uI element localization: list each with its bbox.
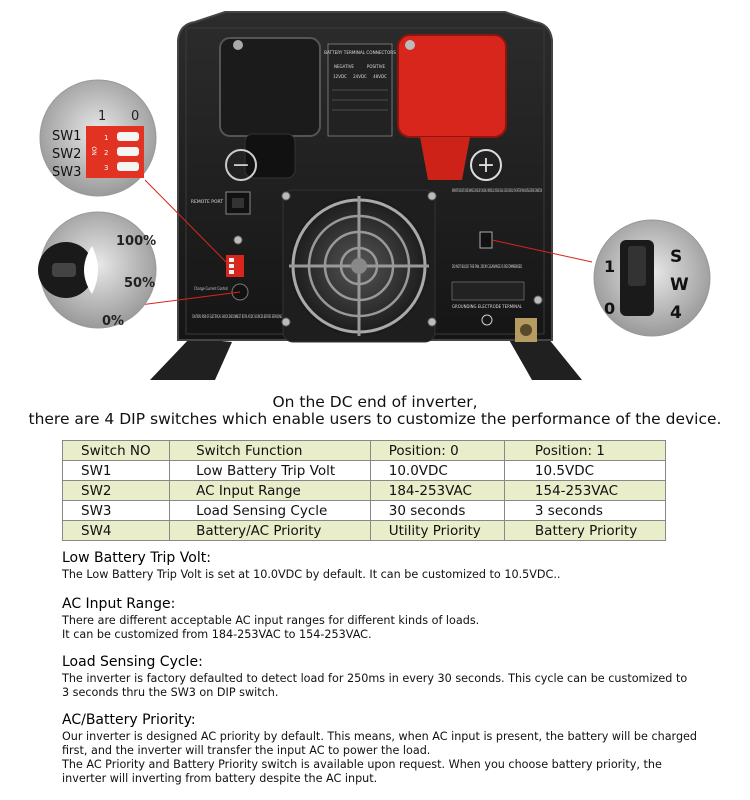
negative-terminal-cover: − (219, 37, 321, 181)
table-cell: SW3 (61, 500, 171, 521)
minus-symbol: − (232, 153, 250, 178)
table-cell: 10.0VDC (369, 460, 505, 481)
zoom-dip-3: 3 (104, 164, 108, 172)
section-title: Load Sensing Cycle: (62, 654, 203, 670)
ground-terminal (515, 318, 537, 342)
section-load-sensing: Load Sensing Cycle: The inverter is fact… (62, 654, 722, 700)
zoom-sw2: SW2 (52, 147, 81, 162)
callout-lines (139, 179, 593, 306)
table-row: SW4 Battery/AC Priority Utility Priority… (61, 520, 667, 541)
fan-warning-label: DO NOT BLOCK THE FAN. 20CM CLEARANCE IS … (452, 264, 522, 269)
knob-0: 0% (102, 314, 124, 329)
table-cell: Battery/AC Priority (169, 520, 371, 541)
table-cell: Low Battery Trip Volt (169, 460, 371, 481)
screws (233, 191, 543, 327)
section-text: There are different acceptable AC input … (62, 614, 480, 641)
section-title: AC Input Range: (62, 596, 176, 612)
battery-volt-12: 12VDC (333, 74, 347, 79)
sw4-pos-0: 0 (604, 299, 615, 318)
table-cell: Load Sensing Cycle (169, 500, 371, 521)
table-cell: 30 seconds (369, 500, 505, 521)
section-title: Low Battery Trip Volt: (62, 550, 211, 566)
header-switch-function: Switch Function (169, 440, 371, 461)
section-ac-input: AC Input Range: There are different acce… (62, 596, 722, 642)
inverter-photo: − + BATTERY TERMINAL CONNECTORS NEGATIVE… (38, 11, 711, 380)
section-text: The Low Battery Trip Volt is set at 10.0… (62, 568, 561, 581)
section-text: The inverter is factory defaulted to det… (62, 672, 688, 699)
section-title: AC/Battery Priority: (62, 712, 196, 728)
zoom-sw3: SW3 (52, 165, 81, 180)
table-cell: AC Input Range (169, 480, 371, 501)
battery-volt-24: 24VDC (353, 74, 367, 79)
zoom-dip-1: 1 (104, 134, 108, 142)
sw4-pos-1: 1 (604, 257, 615, 276)
mounting-feet (150, 338, 582, 380)
cooling-fan (282, 189, 436, 343)
table-row: SW2 AC Input Range 184-253VAC 154-253VAC (61, 480, 667, 501)
header-switch-no: Switch NO (61, 440, 171, 461)
remote-port-label: REMOTE PORT (191, 199, 223, 205)
zoom-sw4-toggle: 1 0 S W 4 (593, 219, 711, 337)
right-labels: WARRANTY DOES NOT COVER DAMAGES CAUSED B… (451, 188, 542, 326)
zoom-dip-on: ON (90, 146, 97, 155)
section-ac-battery-priority: AC/Battery Priority: Our inverter is des… (62, 712, 722, 786)
plus-symbol: + (477, 153, 495, 178)
table-cell: SW4 (61, 520, 171, 541)
header-position-0: Position: 0 (369, 440, 505, 461)
charge-current-label: Charge Current Control (194, 286, 228, 291)
table-row: SW1 Low Battery Trip Volt 10.0VDC 10.5VD… (61, 460, 667, 481)
table-cell: Battery Priority (503, 520, 667, 541)
table-cell: 10.5VDC (503, 460, 667, 481)
table-cell: 154-253VAC (503, 480, 667, 501)
caution-label: CAUTION: RISK OF ELECTRICAL SHOCK DISCON… (192, 314, 282, 320)
zoom-dip-2: 2 (104, 149, 108, 157)
sw4-letter-s: S (670, 247, 682, 267)
zoom-pos-1: 1 (98, 109, 106, 124)
dip-switch-table: Switch NO Switch Function Position: 0 Po… (61, 440, 667, 541)
table-cell: 3 seconds (503, 500, 667, 521)
table-cell: SW1 (61, 460, 171, 481)
table-cell: Utility Priority (369, 520, 505, 541)
table-header-row: Switch NO Switch Function Position: 0 Po… (61, 440, 667, 461)
knob-100: 100% (116, 234, 156, 249)
header-position-1: Position: 1 (503, 440, 667, 461)
caption-line-1: On the DC end of inverter, (272, 393, 478, 411)
zoom-sw1: SW1 (52, 129, 81, 144)
warranty-label: WARRANTY DOES NOT COVER DAMAGES CAUSED B… (452, 188, 542, 193)
sw4-letter-w: W (670, 275, 689, 295)
section-text: Our inverter is designed AC priority by … (62, 730, 698, 785)
knob-50: 50% (124, 276, 155, 291)
battery-label-title: BATTERY TERMINAL CONNECTORS (324, 50, 396, 55)
table-cell: 184-253VAC (369, 480, 505, 501)
zoom-dip-switches: 1 0 SW1 SW2 SW3 ON 1 2 3 (39, 79, 157, 197)
battery-volt-48: 48VDC (373, 74, 387, 79)
zoom-charge-knob: 100% 50% 0% (38, 211, 157, 329)
remote-port: REMOTE PORT (191, 191, 251, 215)
battery-terminal-label: BATTERY TERMINAL CONNECTORS NEGATIVE POS… (324, 43, 396, 137)
battery-label-negative: NEGATIVE (334, 64, 354, 69)
section-low-battery: Low Battery Trip Volt: The Low Battery T… (62, 550, 722, 582)
table-row: SW3 Load Sensing Cycle 30 seconds 3 seco… (61, 500, 667, 521)
table-cell: SW2 (61, 480, 171, 501)
sw4-letter-4: 4 (670, 303, 682, 323)
caption-line-2: there are 4 DIP switches which enable us… (28, 410, 722, 428)
zoom-pos-0: 0 (131, 109, 139, 124)
ground-label: GROUNDING ELECTRODE TERMINAL (452, 304, 523, 309)
body-dip-switch (226, 255, 249, 301)
positive-terminal-cover: + (397, 34, 507, 181)
battery-label-positive: POSITIVE (367, 64, 386, 69)
